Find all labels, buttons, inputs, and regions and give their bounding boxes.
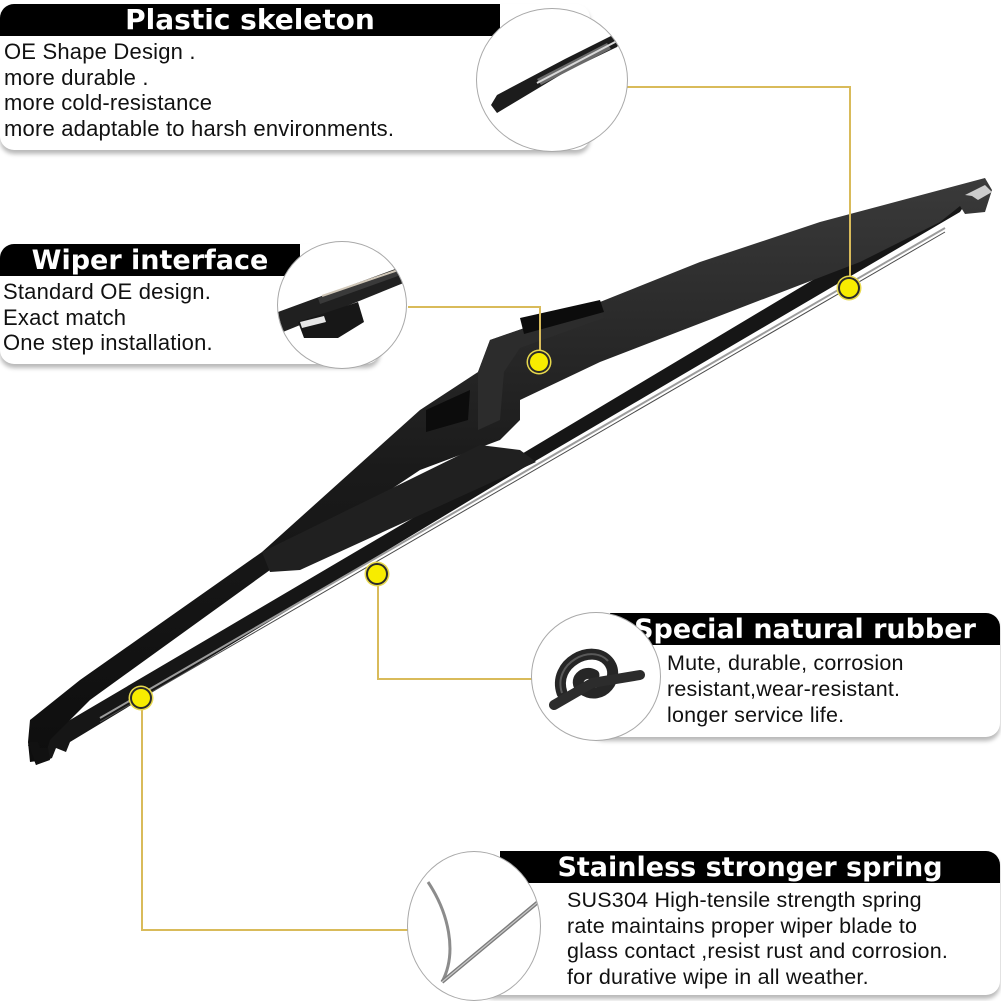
- leader-line-rubber-h: [377, 678, 532, 680]
- callout-title: Stainless stronger spring: [500, 851, 1000, 883]
- callout-line: rate maintains proper wiper blade to: [567, 913, 918, 938]
- callout-title-text: Stainless stronger spring: [557, 851, 943, 883]
- callout-title-text: Special natural rubber: [634, 613, 976, 645]
- leader-line-rubber-v: [377, 575, 379, 679]
- leader-line-interface-h: [408, 306, 540, 308]
- callout-line: Standard OE design.: [3, 279, 212, 304]
- callout-title: Plastic skeleton: [0, 4, 500, 36]
- callout-body: Mute, durable, corrosion resistant,wear-…: [667, 650, 904, 728]
- callout-line: more adaptable to harsh environments.: [4, 115, 395, 141]
- marker-dot-rubber: [368, 565, 386, 583]
- callout-line: Exact match: [3, 304, 127, 330]
- wiper-end-closeup-image: [476, 8, 628, 152]
- callout-title-text: Plastic skeleton: [125, 3, 375, 36]
- callout-line: resistant,wear-resistant.: [667, 677, 901, 701]
- leader-line-interface-v: [539, 306, 541, 361]
- callout-title-text: Wiper interface: [31, 244, 269, 276]
- leader-line-spring-h: [141, 929, 409, 931]
- callout-line: glass contact ,resist rust and corrosion…: [567, 939, 949, 963]
- callout-body: OE Shape Design . more durable . more co…: [4, 39, 394, 141]
- callout-line: OE Shape Design .: [4, 39, 196, 64]
- callout-body: SUS304 High-tensile strength spring rate…: [567, 888, 948, 990]
- leader-line-spring-v: [141, 698, 143, 930]
- leader-line-skeleton-h: [626, 86, 850, 88]
- callout-line: Mute, durable, corrosion: [667, 651, 904, 675]
- steel-spring-closeup-image: [407, 851, 541, 1001]
- callout-line: more cold-resistance: [4, 90, 213, 115]
- wiper-connector-closeup-image: [277, 241, 407, 369]
- callout-title: Special natural rubber: [610, 613, 1000, 645]
- callout-line: One step installation.: [3, 330, 213, 355]
- callout-plastic-skeleton: Plastic skeleton OE Shape Design . more …: [0, 4, 590, 150]
- marker-dot-skeleton: [840, 279, 858, 297]
- callout-line: longer service life.: [667, 703, 845, 727]
- marker-dot-interface: [530, 353, 548, 371]
- callout-title: Wiper interface: [0, 244, 300, 276]
- callout-line: SUS304 High-tensile strength spring: [567, 888, 922, 912]
- callout-stainless-stronger-spring: Stainless stronger spring SUS304 High-te…: [480, 851, 1000, 995]
- callout-body: Standard OE design. Exact match One step…: [3, 279, 213, 356]
- rubber-strip-closeup-image: [531, 612, 661, 741]
- callout-line: for durative wipe in all weather.: [567, 964, 869, 989]
- leader-line-skeleton-v: [849, 86, 851, 288]
- callout-line: more durable .: [4, 64, 149, 90]
- marker-dot-spring: [132, 689, 150, 707]
